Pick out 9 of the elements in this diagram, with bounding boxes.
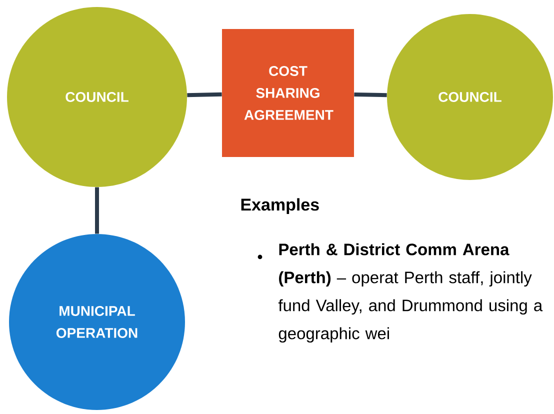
bullet-text: Perth & District Comm Arena (Perth) – operat Perth staff, jointly fund Valley, and Drummond using a geographic wei — [278, 243, 543, 343]
circle-node: COUNCIL — [387, 14, 553, 180]
agreement-box: COST SHARING AGREEMENT — [222, 29, 354, 157]
circle-node: COUNCIL — [7, 7, 187, 187]
connector-line — [95, 187, 99, 234]
circle-node: MUNICIPAL OPERATION — [9, 234, 185, 410]
heading: Examples — [241, 198, 319, 214]
connector-line — [354, 92, 387, 98]
connector-line — [187, 92, 222, 98]
